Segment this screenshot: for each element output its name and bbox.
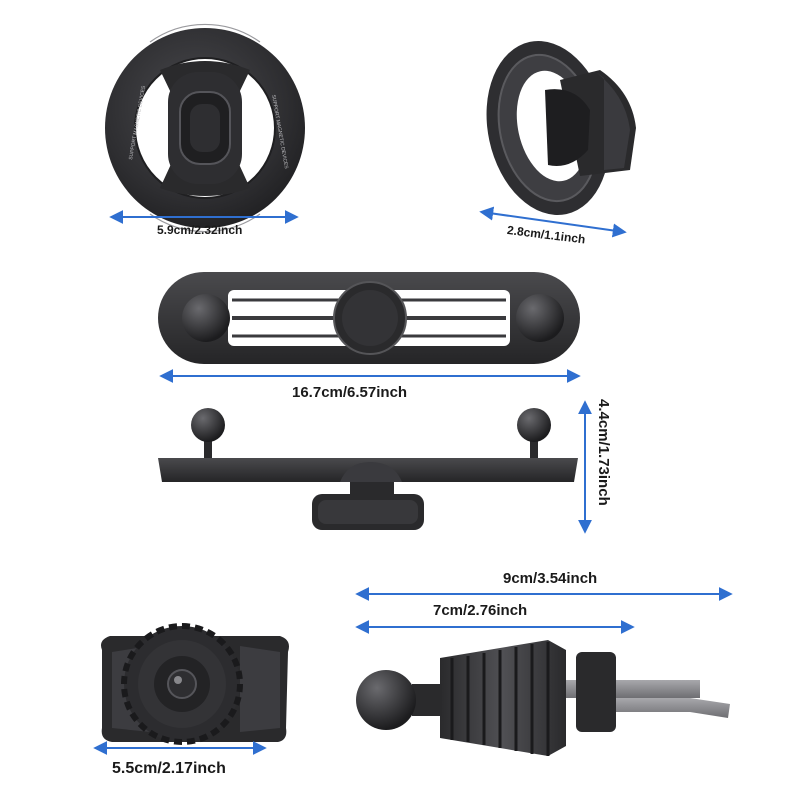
clip-total-length-label: 9cm/3.54inch [503,570,598,587]
clip-body-length-label: 7cm/2.76inch [433,602,528,619]
extension-bar-side [158,408,578,530]
bar-length-label: 16.7cm/6.57inch [292,384,408,401]
arrow-ring-thickness [479,206,627,238]
ring-diameter-label: 5.9cm/2.32inch [157,223,243,237]
magnetic-ring-side [486,41,636,215]
vent-clip-knob-front [101,623,289,745]
knob-diameter-label: 5.5cm/2.17inch [112,760,226,777]
dimension-arrows [93,206,733,755]
extension-bar-top [158,272,580,364]
vent-clip-side [356,640,730,756]
bar-height-label: 4.4cm/1.73inch [595,399,612,506]
magnetic-ring-front [105,23,305,233]
